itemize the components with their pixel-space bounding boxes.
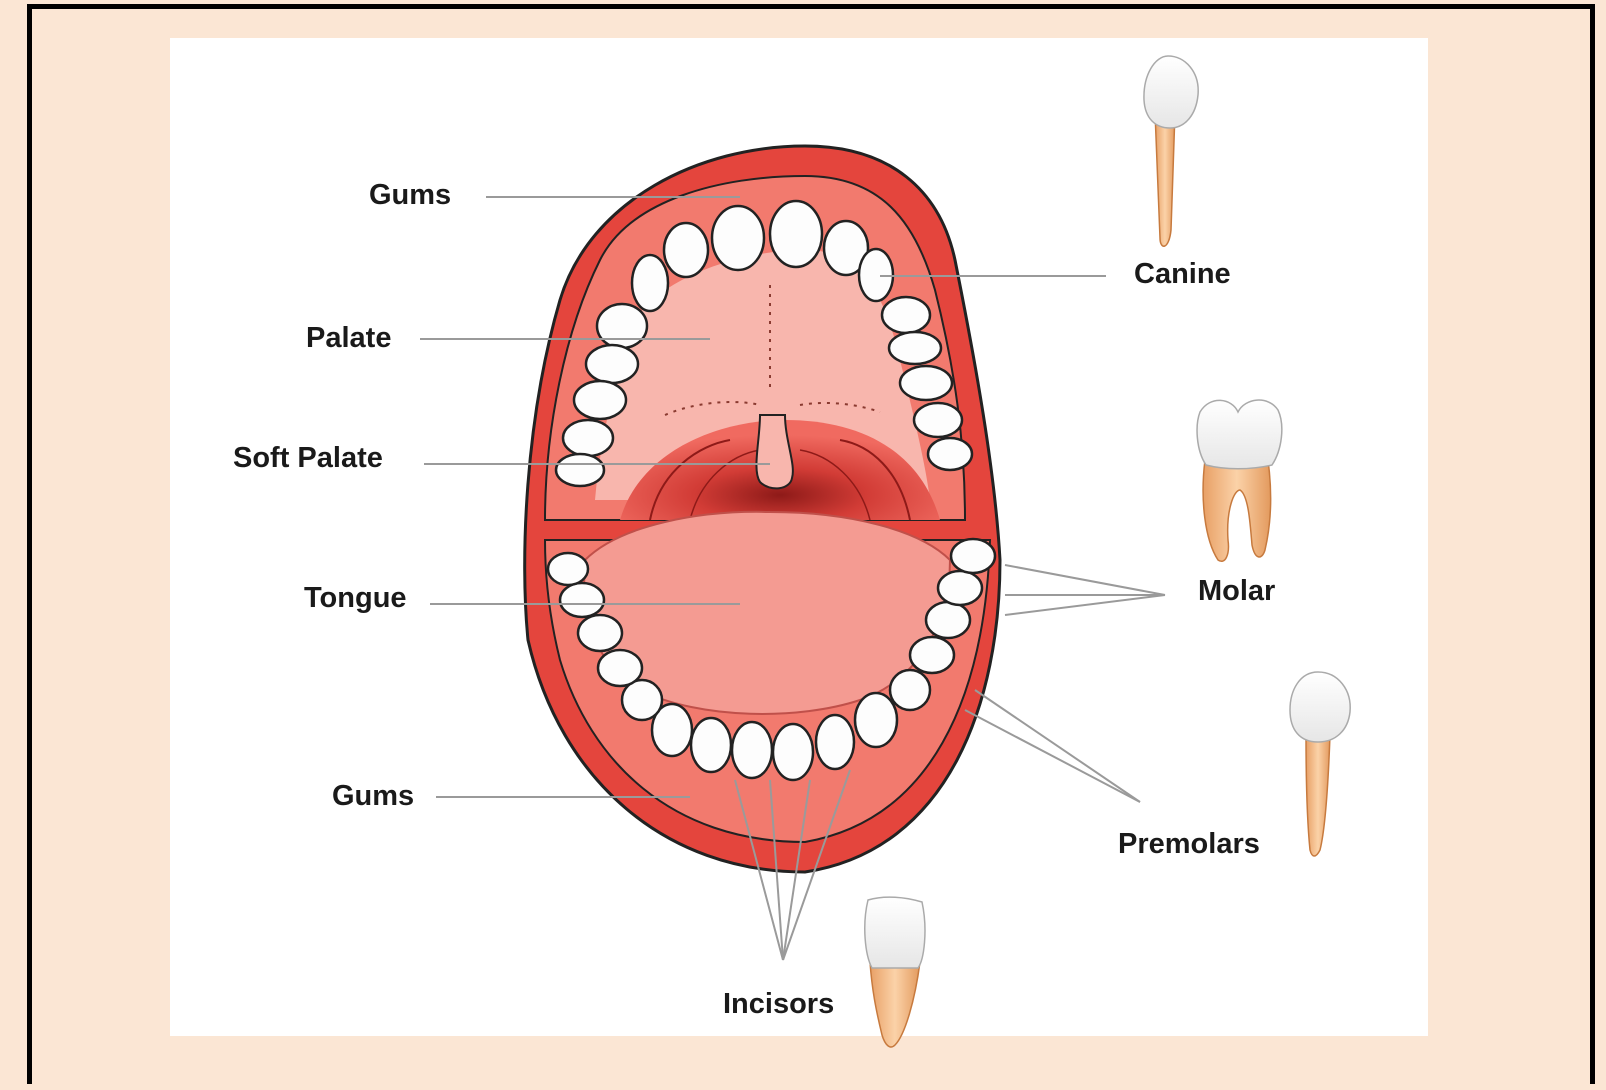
incisor-tooth-illustration <box>865 897 925 1047</box>
label-tongue: Tongue <box>304 582 407 615</box>
label-gums-bottom: Gums <box>332 780 414 813</box>
canine-tooth-illustration <box>1144 56 1198 246</box>
label-canine: Canine <box>1134 258 1231 291</box>
label-molar: Molar <box>1198 575 1275 608</box>
label-gums-top: Gums <box>369 179 451 212</box>
premolar-tooth-illustration <box>1290 672 1350 856</box>
label-soft-palate: Soft Palate <box>233 442 383 475</box>
label-palate: Palate <box>306 322 391 355</box>
molar-tooth-illustration <box>1197 400 1282 561</box>
label-premolars: Premolars <box>1118 828 1260 861</box>
label-incisors: Incisors <box>723 988 834 1021</box>
